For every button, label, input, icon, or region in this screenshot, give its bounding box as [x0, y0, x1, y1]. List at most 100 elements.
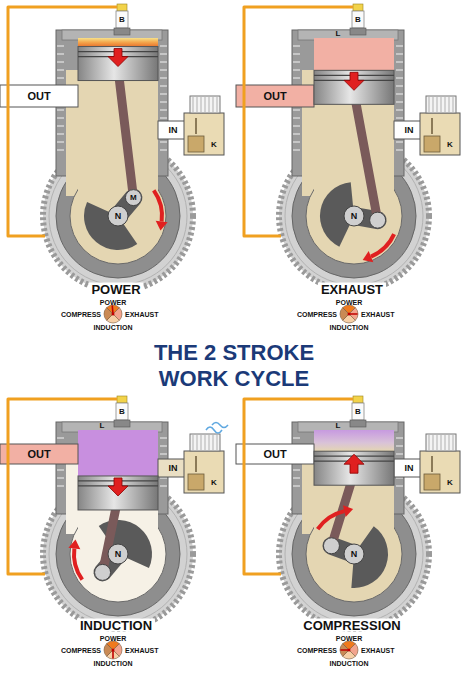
cooling-fin — [57, 117, 64, 119]
rotation-arrow — [370, 233, 396, 258]
phase-dial-label: COMPRESS — [297, 647, 337, 654]
air-filter — [190, 96, 220, 113]
crank-pin — [95, 564, 111, 580]
cooling-fin — [396, 437, 403, 439]
port-label: IN — [169, 464, 178, 473]
filter-pleat — [193, 435, 194, 450]
filter-pleat — [449, 97, 450, 112]
part-letter: K — [447, 141, 453, 149]
phase-dial-label: POWER — [336, 298, 362, 305]
phase-hub — [112, 649, 115, 652]
stroke-caption: POWER — [88, 283, 143, 296]
cooling-fin — [293, 69, 300, 71]
cooling-fin — [293, 77, 300, 79]
crank-centre — [344, 544, 364, 564]
cooling-fin — [57, 133, 64, 135]
filter-pleat — [193, 97, 194, 112]
part-letter: L — [336, 30, 341, 38]
cooling-fin — [293, 45, 300, 47]
cooling-fin — [293, 61, 300, 63]
rotation-arrowhead — [68, 539, 80, 549]
piston — [78, 476, 158, 510]
cooling-fin — [293, 141, 300, 143]
spark-plug-insulator — [116, 403, 128, 420]
filter-pleat — [205, 97, 206, 112]
filter-pleat — [441, 435, 442, 450]
air-flow — [206, 427, 222, 433]
cooling-fin — [396, 445, 403, 447]
air-filter — [190, 434, 220, 451]
cooling-fin — [57, 125, 64, 127]
cooling-fin — [57, 485, 64, 487]
filter-pleat — [217, 97, 218, 112]
phase-dial-label: POWER — [336, 634, 362, 641]
rotation-arrowhead — [343, 505, 353, 517]
filter-pleat — [213, 435, 214, 450]
spark-plug-insulator — [352, 11, 364, 28]
filter-pleat — [201, 97, 202, 112]
filter-pleat — [197, 435, 198, 450]
air-filter — [426, 96, 456, 113]
carburettor — [184, 451, 224, 493]
diagram-title: THE 2 STROKE WORK CYCLE — [144, 340, 324, 392]
part-letter: N — [115, 212, 122, 221]
spark-plug-terminal — [117, 4, 127, 11]
cooling-fin — [57, 141, 64, 143]
filter-pleat — [445, 97, 446, 112]
cooling-fin — [293, 109, 300, 111]
cooling-fin — [396, 45, 403, 47]
crank-counterweight — [351, 526, 388, 588]
port-label: IN — [405, 464, 414, 473]
cooling-fin — [396, 109, 403, 111]
air-filter — [426, 434, 456, 451]
cooling-fin — [293, 149, 300, 151]
filter-pleat — [209, 435, 210, 450]
jet-needle — [431, 456, 433, 472]
phase-dial-label: EXHAUST — [361, 647, 394, 654]
phase-dial-label: POWER — [100, 634, 126, 641]
part-letter: K — [211, 479, 217, 487]
motion-arrow — [344, 454, 364, 473]
cooling-fin — [396, 141, 403, 143]
spark-plug-hex — [350, 420, 366, 427]
cooling-fin — [57, 437, 64, 439]
cooling-fin — [396, 61, 403, 63]
cooling-fin — [57, 149, 64, 151]
spark-plug-insulator — [116, 11, 128, 28]
piston — [78, 47, 158, 81]
port-label: OUT — [263, 449, 286, 460]
part-letter: B — [355, 408, 361, 416]
spark-plug-terminal — [353, 396, 363, 403]
part-letter: B — [119, 408, 125, 416]
piston — [314, 451, 394, 485]
part-letter: N — [351, 550, 358, 559]
connecting-rod — [118, 69, 133, 198]
crank-pin — [370, 212, 386, 228]
filter-pleat — [437, 435, 438, 450]
motion-arrow — [108, 478, 128, 496]
float-bowl — [188, 474, 204, 490]
cooling-fin — [57, 77, 64, 79]
motion-arrow — [344, 72, 364, 90]
rotation-arrowhead — [156, 221, 168, 231]
phase-hub — [112, 313, 115, 316]
engine-panel — [0, 396, 228, 659]
part-letter: N — [115, 550, 122, 559]
phase-dial-label: EXHAUST — [361, 311, 394, 318]
cooling-fin — [160, 445, 167, 447]
filter-pleat — [433, 97, 434, 112]
port-label: IN — [169, 126, 178, 135]
connecting-rod — [354, 92, 378, 220]
filter-pleat — [205, 435, 206, 450]
exhaust-pipe — [0, 85, 78, 107]
cylinder-bore — [78, 38, 158, 216]
port-label: IN — [405, 126, 414, 135]
part-letter: K — [447, 479, 453, 487]
cooling-fin — [160, 109, 167, 111]
phase-dial — [104, 641, 122, 659]
cooling-fin — [57, 469, 64, 471]
phase-dial-label: COMPRESS — [61, 311, 101, 318]
cooling-fin — [57, 53, 64, 55]
float-bowl — [424, 136, 440, 152]
